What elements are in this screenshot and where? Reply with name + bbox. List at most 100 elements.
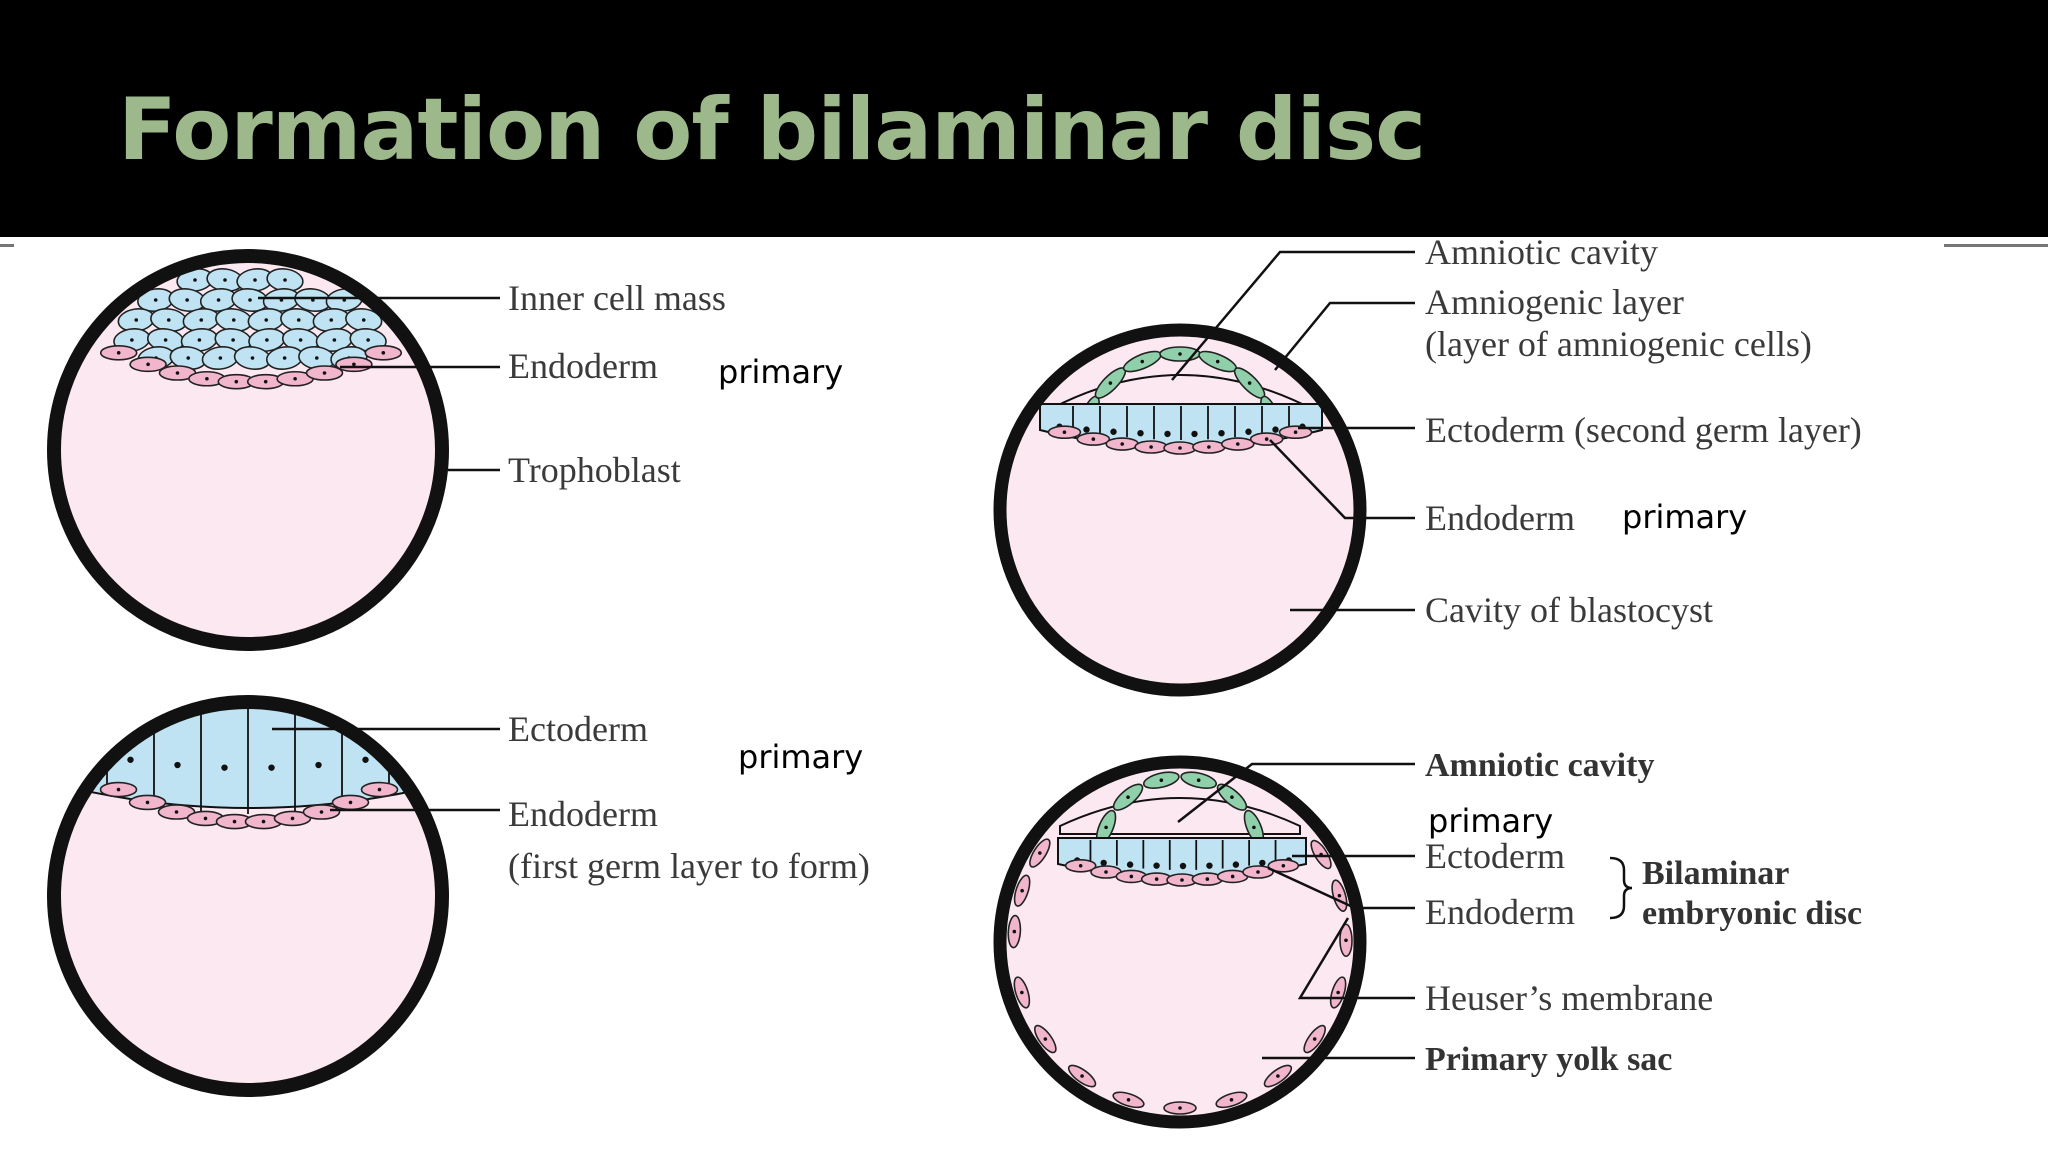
label-amniotic-cavity: Amniotic cavity <box>1425 747 1654 784</box>
icm-cell-nucleus <box>134 318 139 322</box>
endoderm-cells <box>1047 425 1313 455</box>
endoderm-cell-nucleus <box>1293 430 1298 434</box>
endoderm-cell-nucleus <box>234 379 239 384</box>
amniogenic-cells <box>1095 771 1265 846</box>
icm-cell-nucleus <box>314 356 319 360</box>
endoderm-cell-nucleus <box>1062 430 1067 434</box>
endoderm-cell-nucleus <box>1235 442 1240 446</box>
ectoderm-column-nucleus <box>221 764 228 771</box>
accent-line-left <box>0 244 14 247</box>
note-primary: primary <box>1428 802 1553 840</box>
endoderm-cell-nucleus <box>261 819 266 824</box>
icm-cell-nucleus <box>218 356 223 360</box>
accent-line-right <box>1944 244 2048 247</box>
label-amniotic-cavity: Amniotic cavity <box>1425 232 1658 272</box>
endoderm-cell-nucleus <box>1205 877 1210 881</box>
diagram-3-amniotic-cavity: Amniotic cavity Amniogenic layer (layer … <box>993 232 1862 697</box>
heuser-cell-nucleus <box>1336 990 1340 995</box>
note-primary: primary <box>718 353 843 391</box>
ectoderm-column-nucleus <box>1218 429 1225 437</box>
endoderm-cell-nucleus <box>232 819 237 824</box>
ectoderm-column-nucleus <box>1110 428 1117 435</box>
endoderm-cell-nucleus <box>1207 445 1211 449</box>
label-bilaminar: Bilaminar <box>1642 855 1789 892</box>
ectoderm-column-nucleus <box>315 761 322 769</box>
endoderm-cell-nucleus <box>1264 437 1269 441</box>
endoderm-cells <box>1064 858 1300 887</box>
amniogenic-cell-nucleus <box>1215 359 1220 364</box>
label-amniogenic-cells: (layer of amniogenic cells) <box>1425 324 1812 364</box>
heuser-cell-nucleus <box>1229 1098 1234 1102</box>
amniogenic-cell-nucleus <box>1252 825 1256 830</box>
ectoderm-column-nucleus <box>1164 430 1171 438</box>
heuser-cell-nucleus <box>1043 1037 1048 1041</box>
label-ectoderm: Ectoderm <box>1425 836 1565 876</box>
ectoderm-column-nucleus <box>1137 429 1144 437</box>
endoderm-cell-nucleus <box>1154 877 1159 881</box>
heuser-cell-nucleus <box>1012 929 1017 934</box>
endoderm-cell-nucleus <box>1120 442 1125 446</box>
endoderm-cell-nucleus <box>116 787 121 792</box>
trophoblast-ring <box>993 755 1367 1129</box>
leader-line <box>1297 917 1415 1000</box>
icm-cell-nucleus <box>329 318 334 322</box>
endoderm-cell-nucleus <box>203 816 208 821</box>
amniogenic-cell-nucleus <box>1247 381 1252 385</box>
icm-cell-nucleus <box>197 338 202 342</box>
icm-cell-nucleus <box>153 298 158 302</box>
ectoderm-column-nucleus <box>1206 862 1213 869</box>
label-primary-yolk-sac: Primary yolk sac <box>1425 1041 1672 1078</box>
heuser-cell-nucleus <box>1276 1074 1280 1078</box>
endoderm-cell-nucleus <box>381 351 386 355</box>
trophoblast-ring <box>47 249 449 651</box>
trophoblast-ring <box>47 695 449 1097</box>
ectoderm-column-nucleus <box>409 748 416 756</box>
diagram-4-bilaminar-disc: Amniotic cavity Ectoderm Endoderm Heuser… <box>993 747 1862 1129</box>
ectoderm-column-nucleus <box>127 756 134 763</box>
endoderm-cell-nucleus <box>348 800 353 805</box>
icm-cell-nucleus <box>166 318 171 322</box>
ectoderm-column-nucleus <box>80 748 87 756</box>
endoderm-cell-nucleus <box>174 810 179 814</box>
ectoderm-column-nucleus <box>1083 426 1090 433</box>
diagram-1-blastocyst: Inner cell mass Endoderm Trophoblast pri… <box>47 249 843 651</box>
endoderm-cell-nucleus <box>377 787 382 792</box>
icm-cell-nucleus <box>366 338 370 342</box>
label-amniogenic-layer: Amniogenic layer <box>1425 282 1684 322</box>
heuser-cell-nucleus <box>1080 1074 1084 1078</box>
endoderm-cell-nucleus <box>1281 863 1286 868</box>
endoderm-cells <box>99 781 399 830</box>
note-primary: primary <box>1622 498 1747 536</box>
icm-cell-nucleus <box>130 338 134 342</box>
endoderm-cell-nucleus <box>1129 874 1134 879</box>
ectoderm-column-nucleus <box>1272 426 1279 433</box>
endoderm-cell-nucleus <box>205 376 209 381</box>
endoderm-cells <box>99 345 403 390</box>
heuser-cell-nucleus <box>1020 888 1024 893</box>
endoderm-cell-nucleus <box>1178 446 1182 450</box>
heuser-cell-nucleus <box>1178 1106 1182 1110</box>
ectoderm-column-nucleus <box>1153 862 1160 869</box>
heuser-cell-nucleus <box>1126 1098 1131 1102</box>
title-bar: Formation of bilaminar disc <box>0 0 2048 237</box>
icm-cell-nucleus <box>250 356 255 360</box>
ectoderm-column-nucleus <box>1259 859 1266 867</box>
icm-cell-nucleus <box>231 338 235 342</box>
icm-cell-nucleus <box>264 318 269 322</box>
icm-cell-nucleus <box>231 318 236 322</box>
endoderm-cell-nucleus <box>1149 445 1153 449</box>
ectoderm-column-nucleus <box>1245 428 1252 435</box>
ectoderm-column-nucleus <box>1191 430 1198 438</box>
ectoderm-column-nucleus <box>362 756 369 763</box>
bracket <box>1609 856 1633 920</box>
note-primary: primary <box>738 738 863 776</box>
icm-cell-nucleus <box>186 356 191 360</box>
endoderm-cell-nucleus <box>146 362 150 367</box>
label-embryonic-disc: embryonic disc <box>1642 895 1862 932</box>
label-ectoderm-second-germ-layer: Ectoderm (second germ layer) <box>1425 410 1862 450</box>
amniogenic-cell-nucleus <box>1108 381 1113 385</box>
leader-line <box>1177 762 1415 823</box>
heuser-cell-nucleus <box>1312 1037 1317 1041</box>
icm-cell-nucleus <box>332 338 337 342</box>
icm-cell-nucleus <box>163 338 168 342</box>
